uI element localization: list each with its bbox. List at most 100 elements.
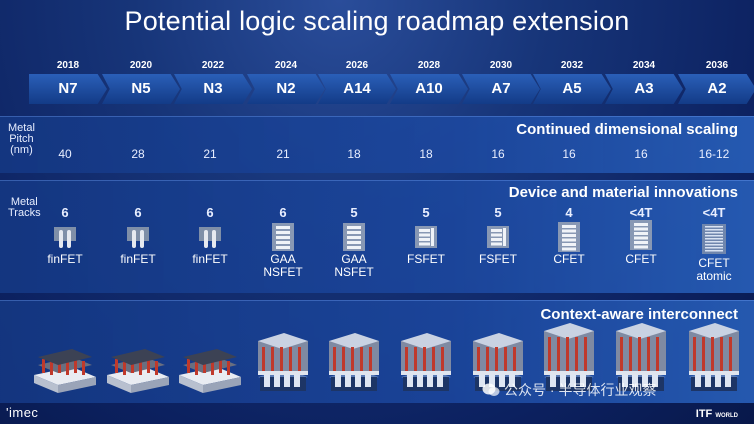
pitch-value: 16 [491, 147, 505, 161]
timeline-node-name: N5 [131, 80, 151, 97]
nanosheet-icon [341, 223, 367, 251]
interconnect-block-image [681, 321, 747, 398]
timeline-year: 2022 [201, 60, 225, 71]
device-name-line1: GAA [270, 252, 296, 266]
interconnect-block-image [465, 331, 531, 398]
device-name-line1: FSFET [479, 252, 517, 266]
device-name-line2: atomic [696, 269, 732, 283]
cfet-atomic-icon [701, 223, 727, 255]
pitch-label-line2: Pitch [9, 133, 34, 145]
device-item: FSFET [394, 223, 458, 266]
pitch-value: 40 [58, 147, 72, 161]
tracks-row-label: Metal Tracks [8, 197, 41, 219]
timeline-chevron [605, 74, 683, 104]
pitch-row-label: Metal Pitch (nm) [8, 123, 35, 156]
metal-tracks-value: <4T [629, 205, 653, 220]
forksheet-icon [413, 223, 439, 251]
timeline-chevron [29, 74, 107, 104]
timeline-year: 2032 [560, 60, 584, 71]
timeline-year: 2034 [632, 60, 656, 71]
timeline-node-name: A10 [415, 80, 443, 97]
timeline-chevron [533, 74, 611, 104]
device-name-line1: FSFET [407, 252, 445, 266]
pitch-value: 18 [347, 147, 361, 161]
pitch-value: 18 [419, 147, 433, 161]
timeline-year: 2030 [489, 60, 513, 71]
interconnect-block-image [321, 331, 387, 398]
fin-icon [197, 223, 223, 251]
timeline-year: 2028 [417, 60, 441, 71]
watermark: 公众号 · 半导体行业观察 [482, 380, 656, 400]
interconnect-block-image [32, 347, 98, 398]
timeline-node-name: A5 [562, 80, 582, 97]
timeline-node-name: A14 [343, 80, 371, 97]
pitch-value: 21 [276, 147, 290, 161]
pitch-label-line1: Metal [8, 122, 35, 134]
cfet-icon [628, 219, 654, 251]
device-panel: Device and material innovations Metal Tr… [0, 180, 754, 293]
timeline-node-name: N2 [276, 80, 296, 97]
pitch-panel: Continued dimensional scaling Metal Pitc… [0, 116, 754, 173]
device-panel-title: Device and material innovations [508, 184, 738, 201]
timeline-chevron [462, 74, 540, 104]
interconnect-block-image [250, 331, 316, 398]
metal-tracks-value: 6 [134, 205, 142, 220]
metal-tracks-value: 5 [494, 205, 502, 220]
pitch-value: 28 [131, 147, 145, 161]
device-name-line1: finFET [47, 252, 83, 266]
device-item: finFET [33, 223, 97, 266]
pitch-label-line3: (nm) [10, 144, 33, 156]
timeline-year: 2026 [345, 60, 369, 71]
interconnect-block-image [393, 331, 459, 398]
timeline-chevron [102, 74, 180, 104]
device-item: finFET [178, 223, 242, 266]
device-item: CFET [609, 219, 673, 266]
metal-tracks-value: <4T [702, 205, 726, 220]
timeline-chevron [247, 74, 325, 104]
device-name-line1: finFET [120, 252, 156, 266]
timeline-year: 2036 [705, 60, 729, 71]
device-name-line2: NSFET [334, 265, 374, 279]
metal-tracks-value: 6 [206, 205, 214, 220]
device-name-line1: finFET [192, 252, 228, 266]
timeline-year: 2020 [129, 60, 153, 71]
metal-tracks-value: 5 [422, 205, 430, 220]
device-item: finFET [106, 223, 170, 266]
interconnect-block-image [177, 347, 243, 398]
metal-tracks-value: 6 [279, 205, 287, 220]
pitch-value: 21 [203, 147, 217, 161]
device-name-line1: CFET [698, 256, 730, 270]
imec-logo: 'imec [6, 405, 39, 420]
wechat-icon [482, 383, 500, 396]
timeline-chevron [390, 74, 468, 104]
device-item: CFET [537, 222, 601, 266]
timeline-chevron [318, 74, 396, 104]
pitch-panel-title: Continued dimensional scaling [516, 121, 738, 138]
timeline-chevron [678, 74, 754, 104]
tracks-label-line1: Metal [10, 196, 38, 208]
pitch-value: 16 [634, 147, 648, 161]
device-name-line1: CFET [553, 252, 585, 266]
metal-tracks-value: 4 [565, 205, 573, 220]
pitch-value: 16 [562, 147, 576, 161]
interconnect-block-image [536, 321, 602, 398]
timeline-node-name: A2 [707, 80, 727, 97]
device-item: FSFET [466, 223, 530, 266]
forksheet-icon [485, 223, 511, 251]
metal-tracks-value: 5 [350, 205, 358, 220]
itf-text: ITF [695, 408, 713, 420]
page-title: Potential logic scaling roadmap extensio… [124, 6, 630, 36]
timeline-node-name: N3 [203, 80, 223, 97]
